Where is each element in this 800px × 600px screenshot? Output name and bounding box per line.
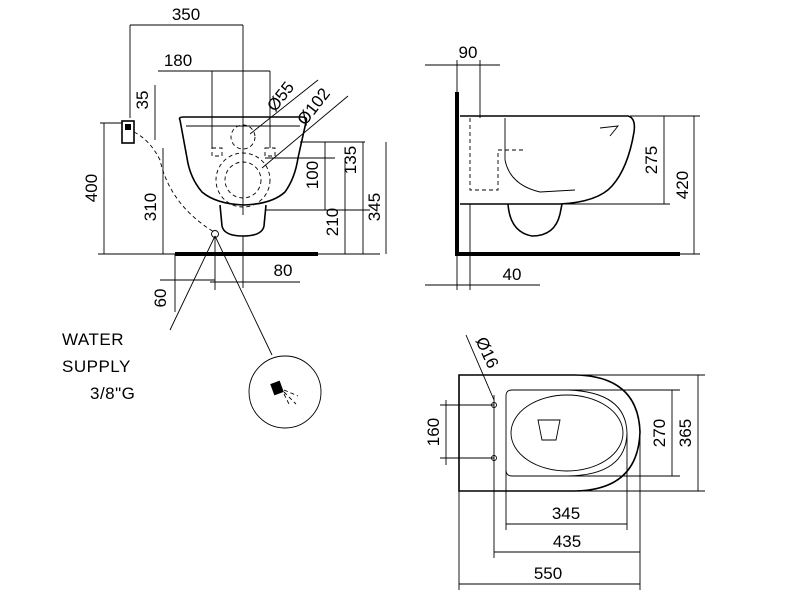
inlet-port: [125, 124, 131, 130]
side-rim-detail: [599, 125, 620, 137]
dim-dia-55: Ø55: [263, 78, 298, 115]
dim-80: 80: [274, 261, 293, 280]
dim-100: 100: [303, 161, 322, 189]
dim-dia-102: Ø102: [293, 84, 334, 128]
dim-135: 135: [341, 146, 360, 174]
front-view: 350 180 Ø55 Ø102 35 400 310 135 100 210 …: [62, 5, 387, 429]
dim-180: 180: [164, 51, 192, 70]
dim-40: 40: [503, 265, 522, 284]
dim-345-plan: 345: [552, 504, 580, 523]
dim-270: 270: [650, 419, 669, 447]
detail-spray: [283, 389, 299, 407]
dim-dia-16: Ø16: [472, 334, 503, 371]
plan-outlet: [537, 419, 561, 441]
plan-view: Ø16 160 270 365 345 435 550: [424, 334, 705, 590]
dim-310: 310: [141, 193, 160, 221]
detail-valve: [270, 380, 284, 396]
detail-leader: [214, 235, 273, 356]
dim-160: 160: [424, 418, 443, 446]
dim-400: 400: [82, 174, 101, 202]
note-line-1: WATER: [62, 330, 124, 349]
note-line-3: 3/8"G: [90, 384, 135, 403]
note-line-2: SUPPLY: [62, 357, 131, 376]
dim-90: 90: [459, 43, 478, 62]
fixing-right: [264, 147, 276, 157]
dim-275: 275: [642, 146, 661, 174]
plan-rim: [505, 389, 628, 477]
dim-345: 345: [365, 193, 384, 221]
dim-550: 550: [534, 564, 562, 583]
dia-16-leader: [465, 334, 495, 401]
side-bowl-outline: [460, 115, 636, 205]
dim-210: 210: [323, 208, 342, 236]
detail-circle: [248, 355, 322, 429]
dim-60: 60: [151, 289, 170, 308]
side-outlet: [507, 203, 563, 237]
plan-outline: [458, 374, 641, 492]
side-bowl-inner: [504, 118, 576, 193]
dim-365: 365: [676, 419, 695, 447]
side-hidden-pipe: [469, 118, 525, 191]
dim-435: 435: [553, 532, 581, 551]
fixing-left: [211, 147, 223, 157]
dim-35: 35: [133, 91, 152, 110]
dim-350: 350: [172, 5, 200, 24]
plan-bowl: [510, 394, 624, 472]
dim-420: 420: [673, 171, 692, 199]
side-view: 90 275 420 40: [425, 43, 700, 290]
supply-pipe-path: [133, 131, 215, 233]
note-leader: [169, 235, 216, 331]
